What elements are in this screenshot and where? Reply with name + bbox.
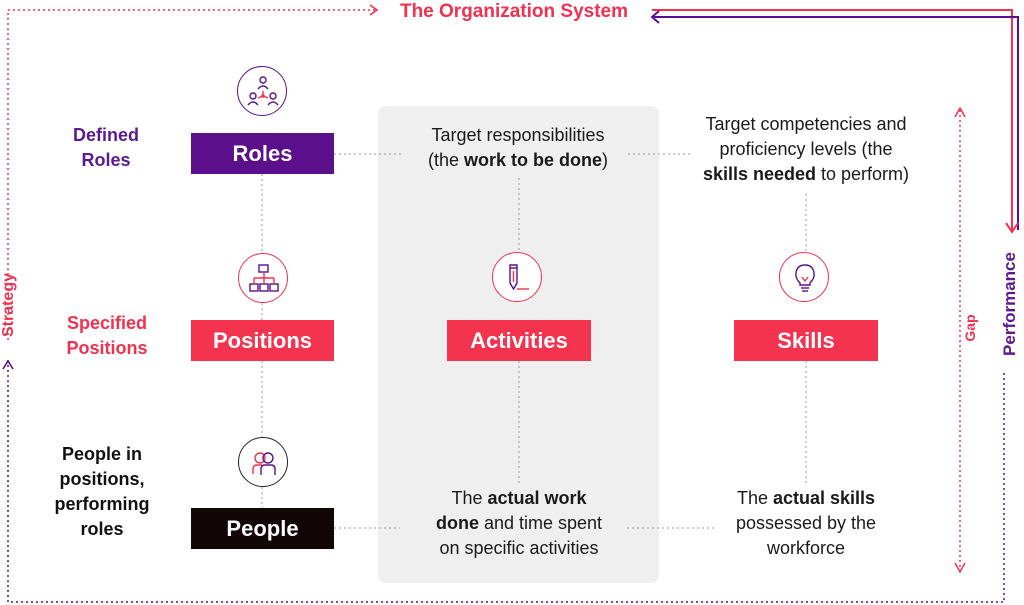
strategy-frame: [2, 4, 1005, 603]
actual-skills-text: The actual skills possessed by the workf…: [735, 488, 877, 558]
people-in-positions-label: People in positions, performing roles: [54, 444, 150, 539]
skills-box: Skills: [734, 320, 878, 361]
roles-network-icon: [237, 66, 287, 116]
positions-box: Positions: [191, 320, 334, 361]
lightbulb-icon: [779, 252, 829, 302]
target-competencies-text: Target competencies and proficiency leve…: [702, 114, 910, 184]
gap-label: Gap: [962, 314, 978, 342]
actual-work-text: The actual work done and time spent on s…: [435, 488, 603, 558]
activities-box: Activities: [447, 320, 591, 361]
defined-roles-label: Defined Roles: [72, 125, 139, 170]
gap-arrow: [954, 106, 966, 574]
pencil-icon: [492, 252, 542, 302]
people-box: People: [191, 508, 334, 549]
performance-frame: [650, 9, 1019, 234]
performance-label: Performance: [1000, 252, 1019, 356]
people-icon: [238, 437, 288, 487]
strategy-label: Strategy: [0, 272, 17, 338]
target-responsibilities-text: Target responsibilities (the work to be …: [427, 125, 609, 170]
roles-box: Roles: [191, 133, 334, 174]
dotted-connectors: [261, 153, 807, 529]
org-chart-icon: [238, 253, 288, 303]
diagram-title: The Organization System: [399, 1, 629, 22]
specified-positions-label: Specified Positions: [66, 313, 148, 358]
